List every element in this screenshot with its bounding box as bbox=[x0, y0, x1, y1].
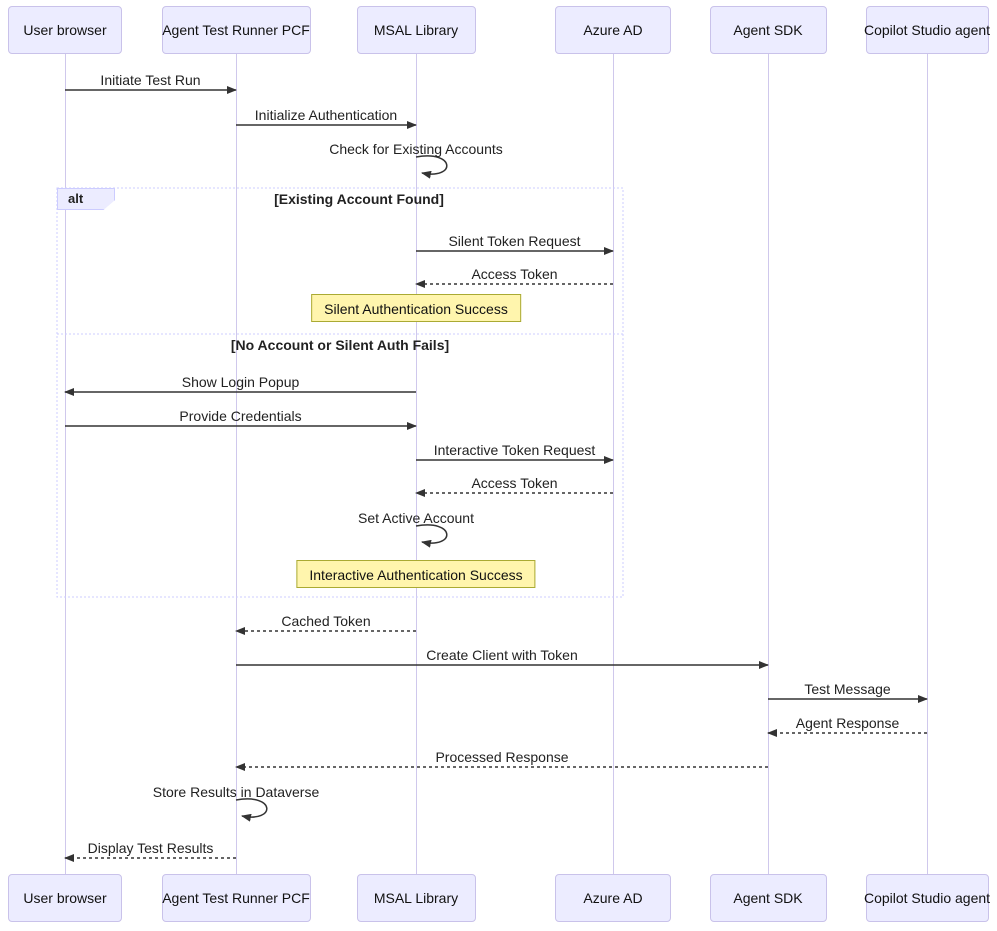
message-label: Cached Token bbox=[281, 613, 371, 629]
message-label: Silent Token Request bbox=[448, 233, 581, 249]
lifeline-agent-test-runner-pcf bbox=[235, 54, 237, 874]
message-label: Test Message bbox=[804, 681, 891, 697]
message-label: Check for Existing Accounts bbox=[329, 141, 503, 157]
actor-msal-library-top: MSAL Library bbox=[356, 6, 476, 54]
message-label: Access Token bbox=[471, 266, 558, 282]
message-label: Initiate Test Run bbox=[100, 72, 201, 88]
message-label: Interactive Token Request bbox=[433, 442, 596, 458]
actor-agent-test-runner-pcf-bottom: Agent Test Runner PCF bbox=[161, 874, 311, 922]
message-label: Create Client with Token bbox=[426, 647, 578, 663]
self-message-loop bbox=[415, 155, 448, 179]
lifeline-copilot-studio-agent bbox=[926, 54, 928, 874]
note: Silent Authentication Success bbox=[311, 294, 521, 322]
actor-user-browser-bottom: User browser bbox=[8, 874, 122, 922]
lifeline-azure-ad bbox=[612, 54, 614, 874]
actor-msal-library-bottom: MSAL Library bbox=[356, 874, 476, 922]
alt-condition-label-0-0: [Existing Account Found] bbox=[274, 191, 444, 207]
message-label: Display Test Results bbox=[87, 840, 214, 856]
message-label: Access Token bbox=[471, 475, 558, 491]
message-label: Agent Response bbox=[795, 715, 900, 731]
actor-user-browser-top: User browser bbox=[8, 6, 122, 54]
actor-azure-ad-bottom: Azure AD bbox=[555, 874, 671, 922]
message-label: Set Active Account bbox=[358, 510, 474, 526]
alt-condition-label-0-1: [No Account or Silent Auth Fails] bbox=[230, 337, 450, 353]
actor-copilot-studio-agent-bottom: Copilot Studio agent bbox=[864, 874, 990, 922]
self-message-loop bbox=[415, 524, 448, 548]
message-label: Initialize Authentication bbox=[254, 107, 398, 123]
actor-agent-test-runner-pcf-top: Agent Test Runner PCF bbox=[161, 6, 311, 54]
lifeline-user-browser bbox=[64, 54, 66, 874]
self-message-loop bbox=[235, 798, 268, 822]
alt-frame-border bbox=[56, 187, 624, 598]
actor-agent-sdk-bottom: Agent SDK bbox=[709, 874, 827, 922]
message-label: Provide Credentials bbox=[179, 408, 302, 424]
actor-agent-sdk-top: Agent SDK bbox=[709, 6, 827, 54]
message-label: Show Login Popup bbox=[181, 374, 300, 390]
lifeline-msal-library bbox=[415, 54, 417, 874]
actor-azure-ad-top: Azure AD bbox=[555, 6, 671, 54]
actor-copilot-studio-agent-top: Copilot Studio agent bbox=[864, 6, 990, 54]
alt-frame-label: alt bbox=[57, 188, 115, 210]
lifeline-agent-sdk bbox=[767, 54, 769, 874]
message-label: Processed Response bbox=[435, 749, 569, 765]
message-label: Store Results in Dataverse bbox=[152, 784, 320, 800]
note: Interactive Authentication Success bbox=[296, 560, 536, 588]
